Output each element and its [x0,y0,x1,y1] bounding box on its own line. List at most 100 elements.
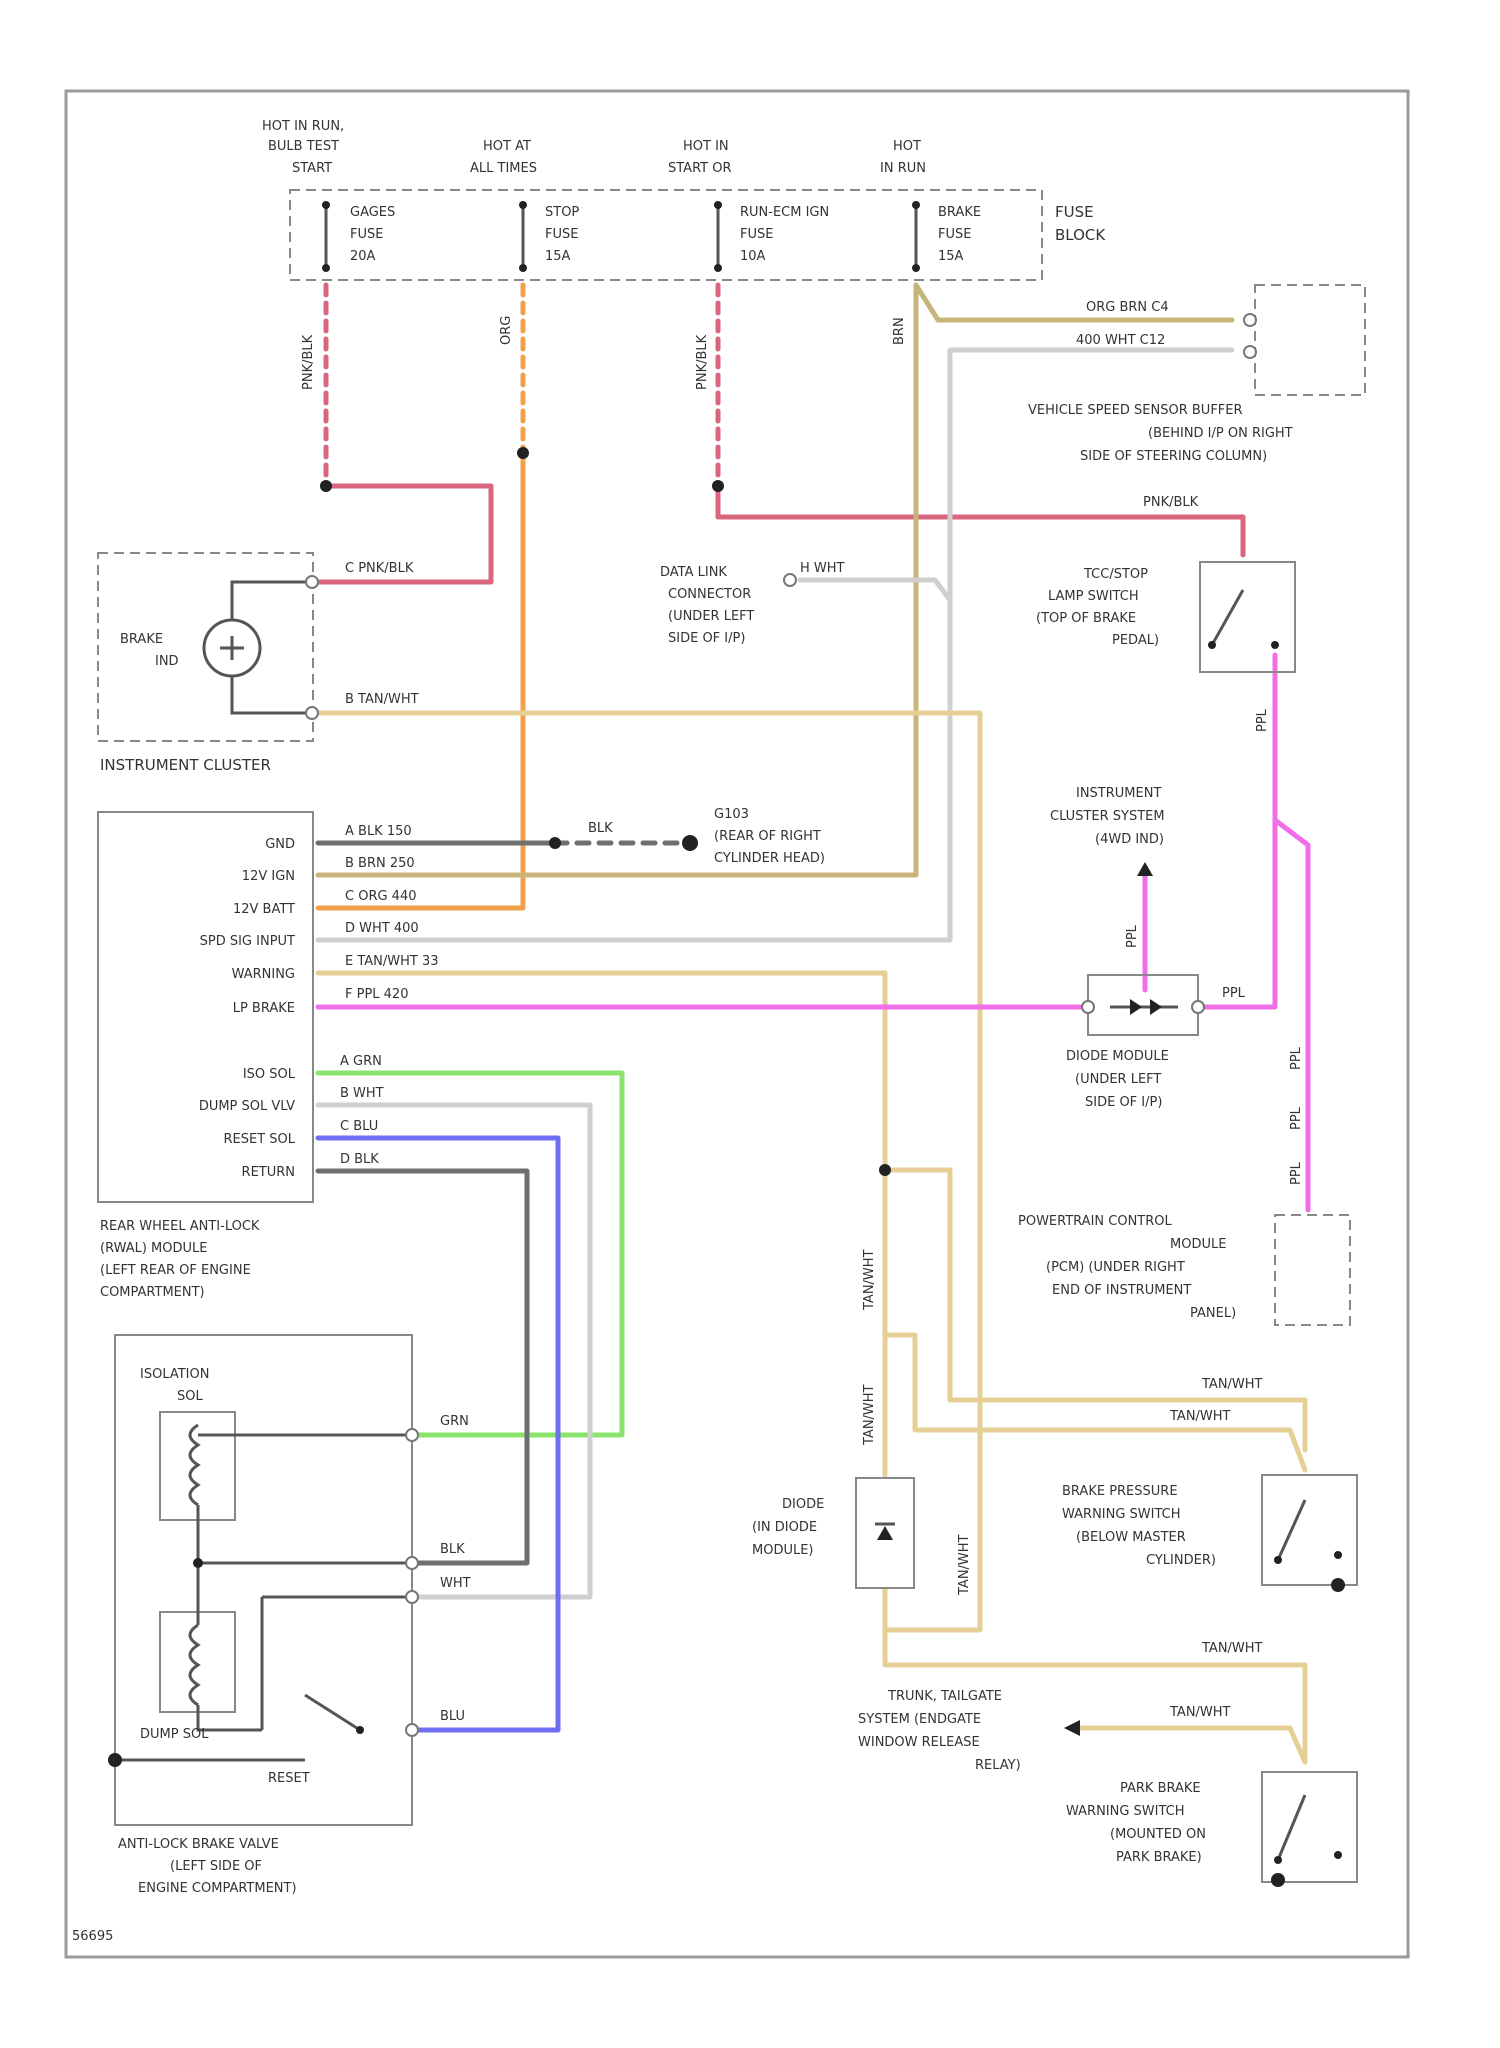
vss-buffer: ORG BRN C4 400 WHT C12 VEHICLE SPEED SEN… [1028,285,1365,464]
ground-wire-label: BLK [588,821,613,836]
ground-g103: BLK G103 (REAR OF RIGHT CYLINDER HEAD) [588,807,825,866]
vss-pin-c4-text: ORG BRN C4 [1086,300,1169,315]
tailgate-relay-label-2: SYSTEM (ENDGATE [858,1712,981,1727]
vss-buffer-label-3: SIDE OF STEERING COLUMN) [1080,449,1267,464]
ground-label-3: CYLINDER HEAD) [714,851,825,866]
wire-return-blk [318,1171,527,1563]
pcm-outline [1275,1215,1350,1325]
pressure-switch-label-1: BRAKE PRESSURE [1062,1484,1178,1499]
pressure-switch-label-4: CYLINDER) [1146,1553,1216,1568]
pressure-switch-contact-icon [1278,1500,1305,1560]
fuse-brake-hot-2: IN RUN [880,161,926,176]
rwal-label-1: REAR WHEEL ANTI-LOCK [100,1219,260,1234]
fuse-brake-terminal-bottom [912,264,920,272]
fuse-stop-terminal-top [519,201,527,209]
fuse-block-label-2: BLOCK [1055,226,1106,244]
fuse-gages-rating: 20A [350,249,376,264]
wire-data-link [800,580,950,600]
splice-run-ecm [712,480,724,492]
splice-stop [517,447,529,459]
pressure-switch-outline [1262,1475,1357,1585]
cluster-pin-b [306,707,318,719]
dump-sol-label: DUMP SOL [140,1727,209,1742]
data-link-label-3: (UNDER LEFT [668,609,754,624]
fuse-run-ecm-hot-1: HOT IN [683,139,729,154]
rwal-pin-gnd-name: GND [265,837,295,852]
wire-warning-tan [318,973,885,1475]
tailgate-relay-label-3: WINDOW RELEASE [858,1735,980,1750]
iso-sol-label-1: ISOLATION [140,1367,209,1382]
park-switch-wire-label-1: TAN/WHT [1201,1641,1263,1656]
iso-sol-label-2: SOL [177,1389,203,1404]
diode-module-pin-right [1192,1001,1204,1013]
data-link-label-4: SIDE OF I/P) [668,631,745,646]
cluster-system-label-1: INSTRUMENT [1076,786,1161,801]
cluster-system-wire-label: PPL [1125,924,1140,948]
rwal-pin-a-text: A BLK 150 [345,824,412,839]
fuse-stop: HOT AT ALL TIMES STOP FUSE 15A [470,139,579,272]
ground-label-2: (REAR OF RIGHT [714,829,821,844]
data-link-label-1: DATA LINK [660,565,727,580]
pcm-label-3: (PCM) (UNDER RIGHT [1046,1260,1185,1275]
dump-sol-coil-icon [190,1625,198,1705]
abs-valve-internal-wiring [198,1435,412,1730]
abs-valve-ground-icon [108,1753,122,1767]
diode-module-wire-label: PPL [1222,986,1246,1001]
rwal-pin-iso-name: ISO SOL [243,1067,296,1082]
park-switch-terminal [1334,1851,1342,1859]
pressure-switch-label-2: WARNING SWITCH [1062,1507,1181,1522]
fuse-gages-type: FUSE [350,227,383,242]
vss-buffer-label-1: VEHICLE SPEED SENSOR BUFFER [1028,403,1243,418]
diode-module-label-3: SIDE OF I/P) [1085,1095,1162,1110]
fuse-gages-name: GAGES [350,205,395,220]
diode-module-diode-icon-2 [1150,999,1162,1015]
diode-label-2: (IN DIODE [752,1520,817,1535]
fuse-gages: HOT IN RUN, BULB TEST START GAGES FUSE 2… [262,119,395,272]
diode-module-pin-left [1082,1001,1094,1013]
stoplamp-switch-pivot [1208,641,1216,649]
fuse-gages-hot-2: BULB TEST [268,139,339,154]
fuse-brake-type: FUSE [938,227,971,242]
abs-valve-wire-wht: WHT [440,1576,471,1591]
abs-valve-wire-blk: BLK [440,1542,465,1557]
abs-valve-pin-blu [406,1724,418,1736]
diode-symbol-icon [877,1526,893,1540]
pcm-wire-label-1: PPL [1289,1046,1304,1070]
brake-indicator-filament-icon [220,636,244,660]
data-link-pin-text: H WHT [800,561,845,576]
fuse-brake-name: BRAKE [938,205,981,220]
instrument-cluster-label: INSTRUMENT CLUSTER [100,756,271,774]
rwal-pin-dump-name: DUMP SOL VLV [199,1099,295,1114]
abs-valve-pin-grn [406,1429,418,1441]
fuse-stop-hot-2: ALL TIMES [470,161,537,176]
diagram-frame [66,91,1408,1957]
rwal-lower-pin-a-text: A GRN [340,1054,382,1069]
park-switch-label-4: PARK BRAKE) [1116,1850,1202,1865]
cluster-pin-b-text: B TAN/WHT [345,692,419,707]
ground-g103-icon [682,835,698,851]
fuse-run-ecm-terminal-top [714,201,722,209]
rwal-pin-e-text: E TAN/WHT 33 [345,954,439,969]
rwal-module: GND 12V IGN 12V BATT SPD SIG INPUT WARNI… [98,812,439,1300]
stoplamp-switch-contact-icon [1212,590,1243,645]
data-link-label-2: CONNECTOR [668,587,751,602]
fuse-run-ecm-hot-2: START OR [668,161,732,176]
wire-label-stop-org: ORG [499,316,514,345]
rwal-pin-c-text: C ORG 440 [345,889,417,904]
rwal-lower-pin-c-text: C BLU [340,1119,378,1134]
reset-label: RESET [268,1771,310,1786]
rwal-pin-spd-name: SPD SIG INPUT [200,934,295,949]
rwal-pin-b-text: B BRN 250 [345,856,415,871]
rwal-pin-f-text: F PPL 420 [345,987,408,1002]
wire-brake-brn [916,285,1232,320]
wire-label-run-ecm-pnk-blk: PNK/BLK [695,334,710,390]
abs-valve-label-2: (LEFT SIDE OF [170,1859,262,1874]
vss-buffer-outline [1255,285,1365,395]
ground-label-1: G103 [714,807,749,822]
fuse-brake-terminal-top [912,201,920,209]
abs-valve-outline [115,1335,412,1825]
wire-relay-to-park [1080,1728,1305,1762]
reset-switch-contact-icon [305,1695,360,1730]
pcm-wire-label-3: PPL [1289,1161,1304,1185]
pressure-switch: TAN/WHT TAN/WHT BRAKE PRESSURE WARNING S… [1062,1377,1357,1592]
